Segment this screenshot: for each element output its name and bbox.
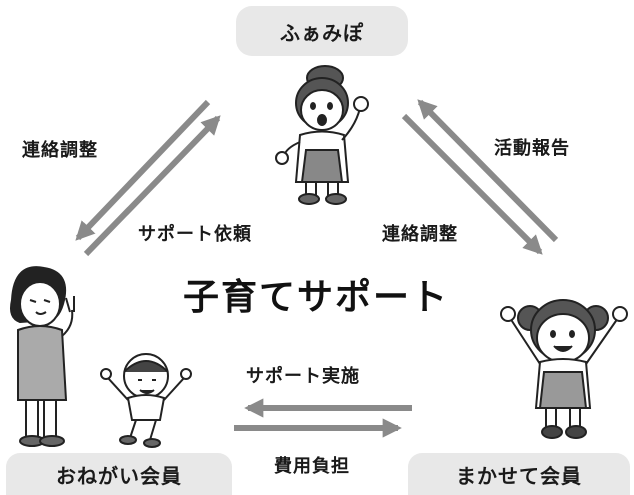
node-famipo: ふぁみぽ bbox=[236, 6, 408, 56]
diagram-title: 子育てサポート bbox=[182, 277, 449, 318]
edge-label-top-right-outer: 活動報告 bbox=[494, 138, 570, 159]
arrow-top-to-right bbox=[401, 113, 543, 255]
node-support-member-label: まかせて会員 bbox=[456, 463, 582, 488]
node-famipo-label: ふぁみぽ bbox=[280, 20, 364, 45]
arrow-left-to-top bbox=[83, 115, 221, 257]
staff-character-illustration bbox=[275, 65, 369, 205]
edge-label-bottom-upper: サポート実施 bbox=[246, 366, 360, 387]
node-support-member: まかせて会員 bbox=[408, 453, 630, 495]
mother-character-illustration bbox=[10, 266, 75, 447]
arrow-top-to-left bbox=[75, 99, 211, 241]
node-request-member-label: おねがい会員 bbox=[56, 463, 182, 488]
node-request-member: おねがい会員 bbox=[6, 453, 232, 495]
edge-label-bottom-lower: 費用負担 bbox=[274, 456, 350, 477]
edge-label-top-right-inner: 連絡調整 bbox=[382, 224, 458, 245]
child-character-illustration bbox=[100, 353, 192, 448]
helper-character-illustration bbox=[500, 299, 628, 439]
edge-label-top-left-outer: 連絡調整 bbox=[22, 140, 98, 161]
arrow-right-to-top bbox=[417, 99, 559, 243]
edge-label-top-left-inner: サポート依頼 bbox=[138, 224, 252, 245]
